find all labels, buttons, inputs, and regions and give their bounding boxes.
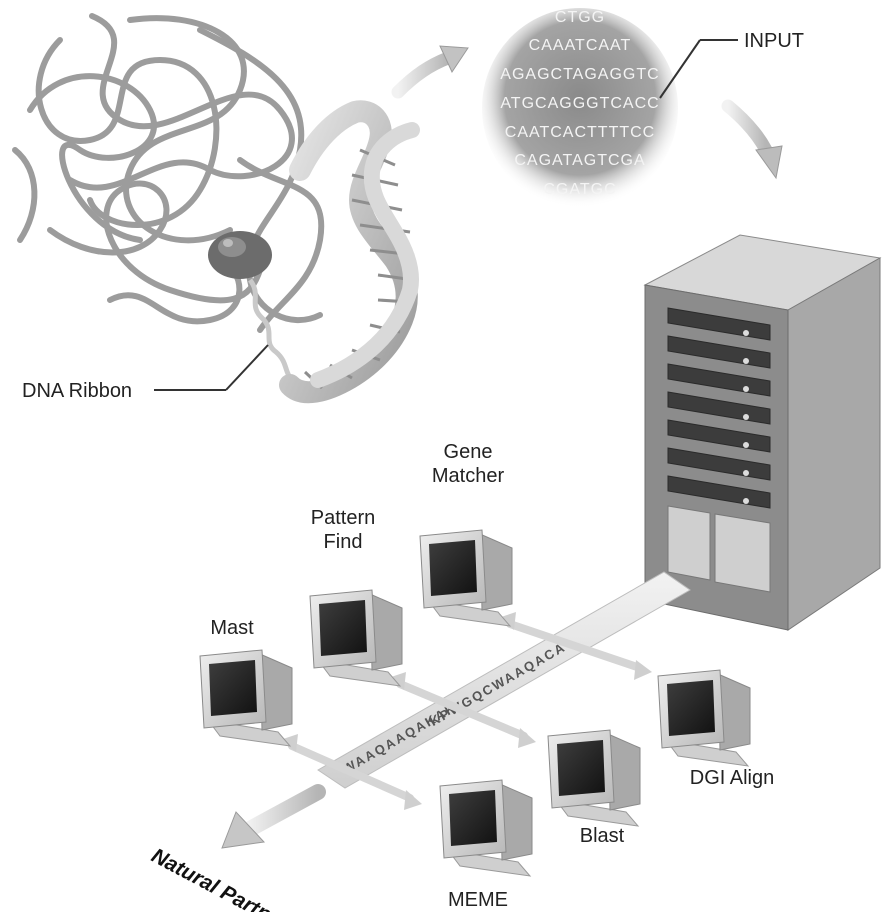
input-sequence-line: ATGCAGGGTCACC	[500, 95, 659, 112]
workstation-label-gene-matcher: Matcher	[432, 465, 505, 487]
input-sequence-line: CGATGC	[543, 181, 616, 198]
histone-bead	[208, 231, 272, 279]
workstation-dgi-align[interactable]: DGI Align	[657, 669, 774, 789]
monitor-base	[664, 739, 750, 767]
monitor-screen	[557, 740, 605, 796]
input-sequence-line: CAGATAGTCGA	[514, 152, 645, 169]
monitor-base	[316, 659, 402, 687]
arrow-to-server	[721, 99, 783, 180]
monitor-base	[206, 719, 292, 747]
distribution-arrows	[288, 620, 644, 802]
workstation-label-pattern-find: Pattern	[311, 507, 375, 529]
protein-seq-lower: WAAQAAQAKAK	[340, 700, 459, 777]
workstation-label-dgi-align: DGI Align	[690, 767, 774, 789]
workstation-label-blast: Blast	[580, 825, 625, 847]
server-tower	[643, 234, 882, 631]
workstation-meme[interactable]: MEME	[439, 779, 533, 911]
input-sequence-line: CTGG	[555, 9, 605, 26]
natural-partner-label: Natural Partner	[148, 844, 294, 912]
workstation-blast[interactable]: Blast	[547, 729, 641, 847]
monitor-screen	[449, 790, 497, 846]
arrow-to-input	[391, 45, 469, 99]
workstation-label-mast: Mast	[210, 617, 254, 639]
dna-coil	[247, 278, 300, 388]
input-sequence-line: CAAATCAAT	[529, 37, 632, 54]
input-leader-line	[659, 39, 701, 99]
workstation-label-gene-matcher: Gene	[444, 441, 493, 463]
workstation-label-pattern-find: Find	[324, 531, 363, 553]
dna-ribbon-leader-line-diag	[225, 344, 269, 391]
workstation-mast[interactable]: Mast	[199, 617, 293, 747]
monitor-screen	[667, 680, 715, 736]
dna-ribbon-label: DNA Ribbon	[22, 380, 132, 402]
monitor-screen	[319, 600, 367, 656]
input-sequence-line: AGAGCTAGAGGTC	[500, 66, 659, 83]
natural-partner-arrow	[221, 784, 326, 849]
chromatin-strand-illustration	[12, 13, 325, 333]
dna-double-helix	[279, 100, 420, 404]
workstation-label-meme: MEME	[448, 889, 508, 911]
monitor-screen	[209, 660, 257, 716]
input-label: INPUT	[744, 30, 804, 52]
monitor-base	[426, 599, 512, 627]
monitor-screen	[429, 540, 477, 596]
input-sequence-line: CAATCACTTTTCC	[505, 124, 655, 141]
monitor-base	[446, 849, 532, 877]
input-sequence-blob: CTGG CAAATCAAT AGAGCTAGAGGTC ATGCAGGGTCACC C…	[482, 8, 678, 208]
monitor-base	[554, 799, 640, 827]
